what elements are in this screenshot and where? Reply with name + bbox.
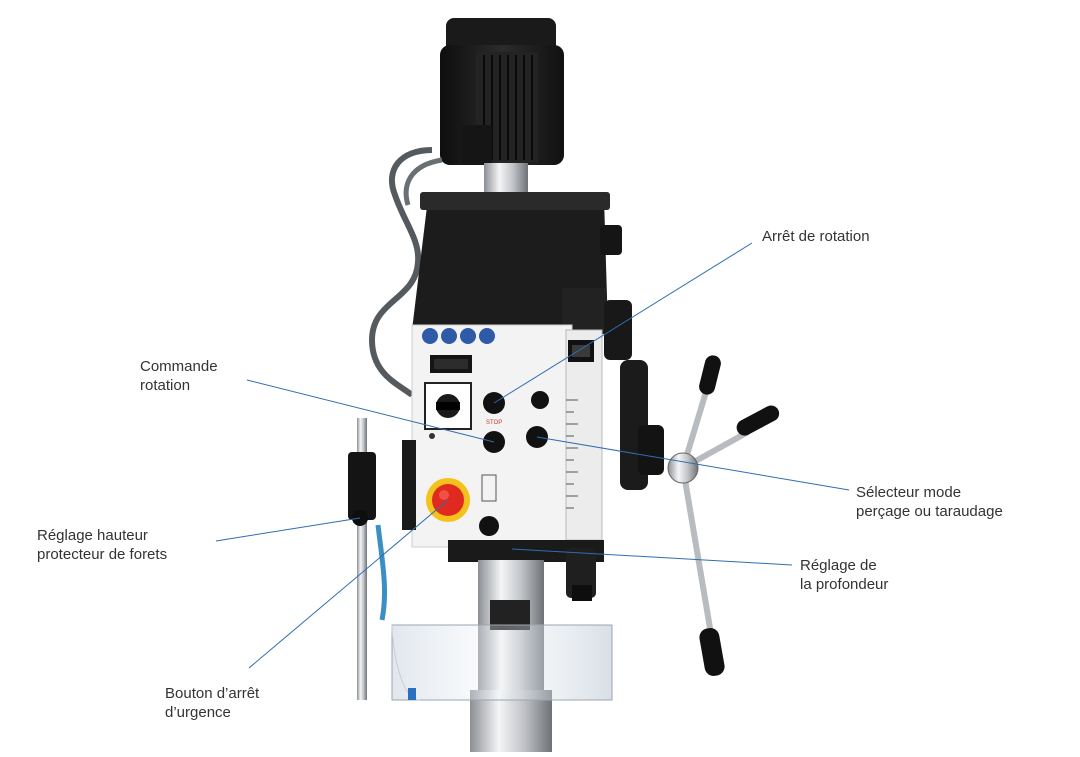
- callout-guard-height-line-2: protecteur de forets: [37, 546, 168, 563]
- callout-rotation-control: Commande rotation: [140, 357, 218, 395]
- callout-rotation-stop-line-1: Arrêt de rotation: [762, 228, 870, 245]
- callout-depth-adjust-line-2: la profondeur: [800, 576, 889, 593]
- depth-adjust-stop[interactable]: [448, 540, 604, 601]
- callout-guard-height: Réglage hauteur protecteur de forets: [37, 526, 167, 564]
- leader-depth-adjust: [511, 548, 793, 566]
- callout-rotation-control-line-1: Commande: [140, 358, 218, 375]
- leader-lines: [215, 242, 850, 669]
- callout-depth-adjust-line-1: Réglage de: [800, 557, 877, 574]
- top-selector-knob[interactable]: [531, 391, 549, 409]
- leader-rotation-stop: [493, 242, 753, 404]
- callout-mode-selector: Sélecteur mode perçage ou taraudage: [856, 483, 1003, 521]
- callout-rotation-stop: Arrêt de rotation: [762, 227, 870, 246]
- leader-emergency-stop: [248, 499, 449, 669]
- start-button[interactable]: [479, 516, 499, 536]
- feed-handles[interactable]: [667, 354, 782, 678]
- leader-rotation-control: [246, 379, 495, 443]
- callout-depth-adjust: Réglage de la profondeur: [800, 556, 888, 594]
- rotary-switch[interactable]: [424, 382, 472, 430]
- callout-emergency-stop: Bouton d’arrêt d’urgence: [165, 684, 259, 722]
- stop-marking: STOP: [486, 420, 502, 426]
- leader-mode-selector: [536, 436, 850, 491]
- guard-rod: [348, 418, 388, 700]
- callout-guard-height-line-1: Réglage hauteur: [37, 527, 148, 544]
- control-panel: STOP: [402, 324, 603, 548]
- callout-mode-selector-line-2: perçage ou taraudage: [856, 503, 1003, 520]
- depth-scale: [565, 329, 603, 541]
- safety-pictograms: [422, 328, 495, 344]
- power-cable: [368, 147, 433, 398]
- drill-guard: [391, 624, 613, 701]
- head-casting: [412, 192, 664, 490]
- callout-emergency-stop-line-1: Bouton d’arrêt: [165, 685, 260, 702]
- leader-guard-height: [215, 517, 361, 542]
- motor: [440, 18, 564, 193]
- callout-emergency-stop-line-2: d’urgence: [165, 704, 231, 721]
- callout-mode-selector-line-1: Sélecteur mode: [856, 484, 962, 501]
- callout-rotation-control-line-2: rotation: [140, 377, 191, 394]
